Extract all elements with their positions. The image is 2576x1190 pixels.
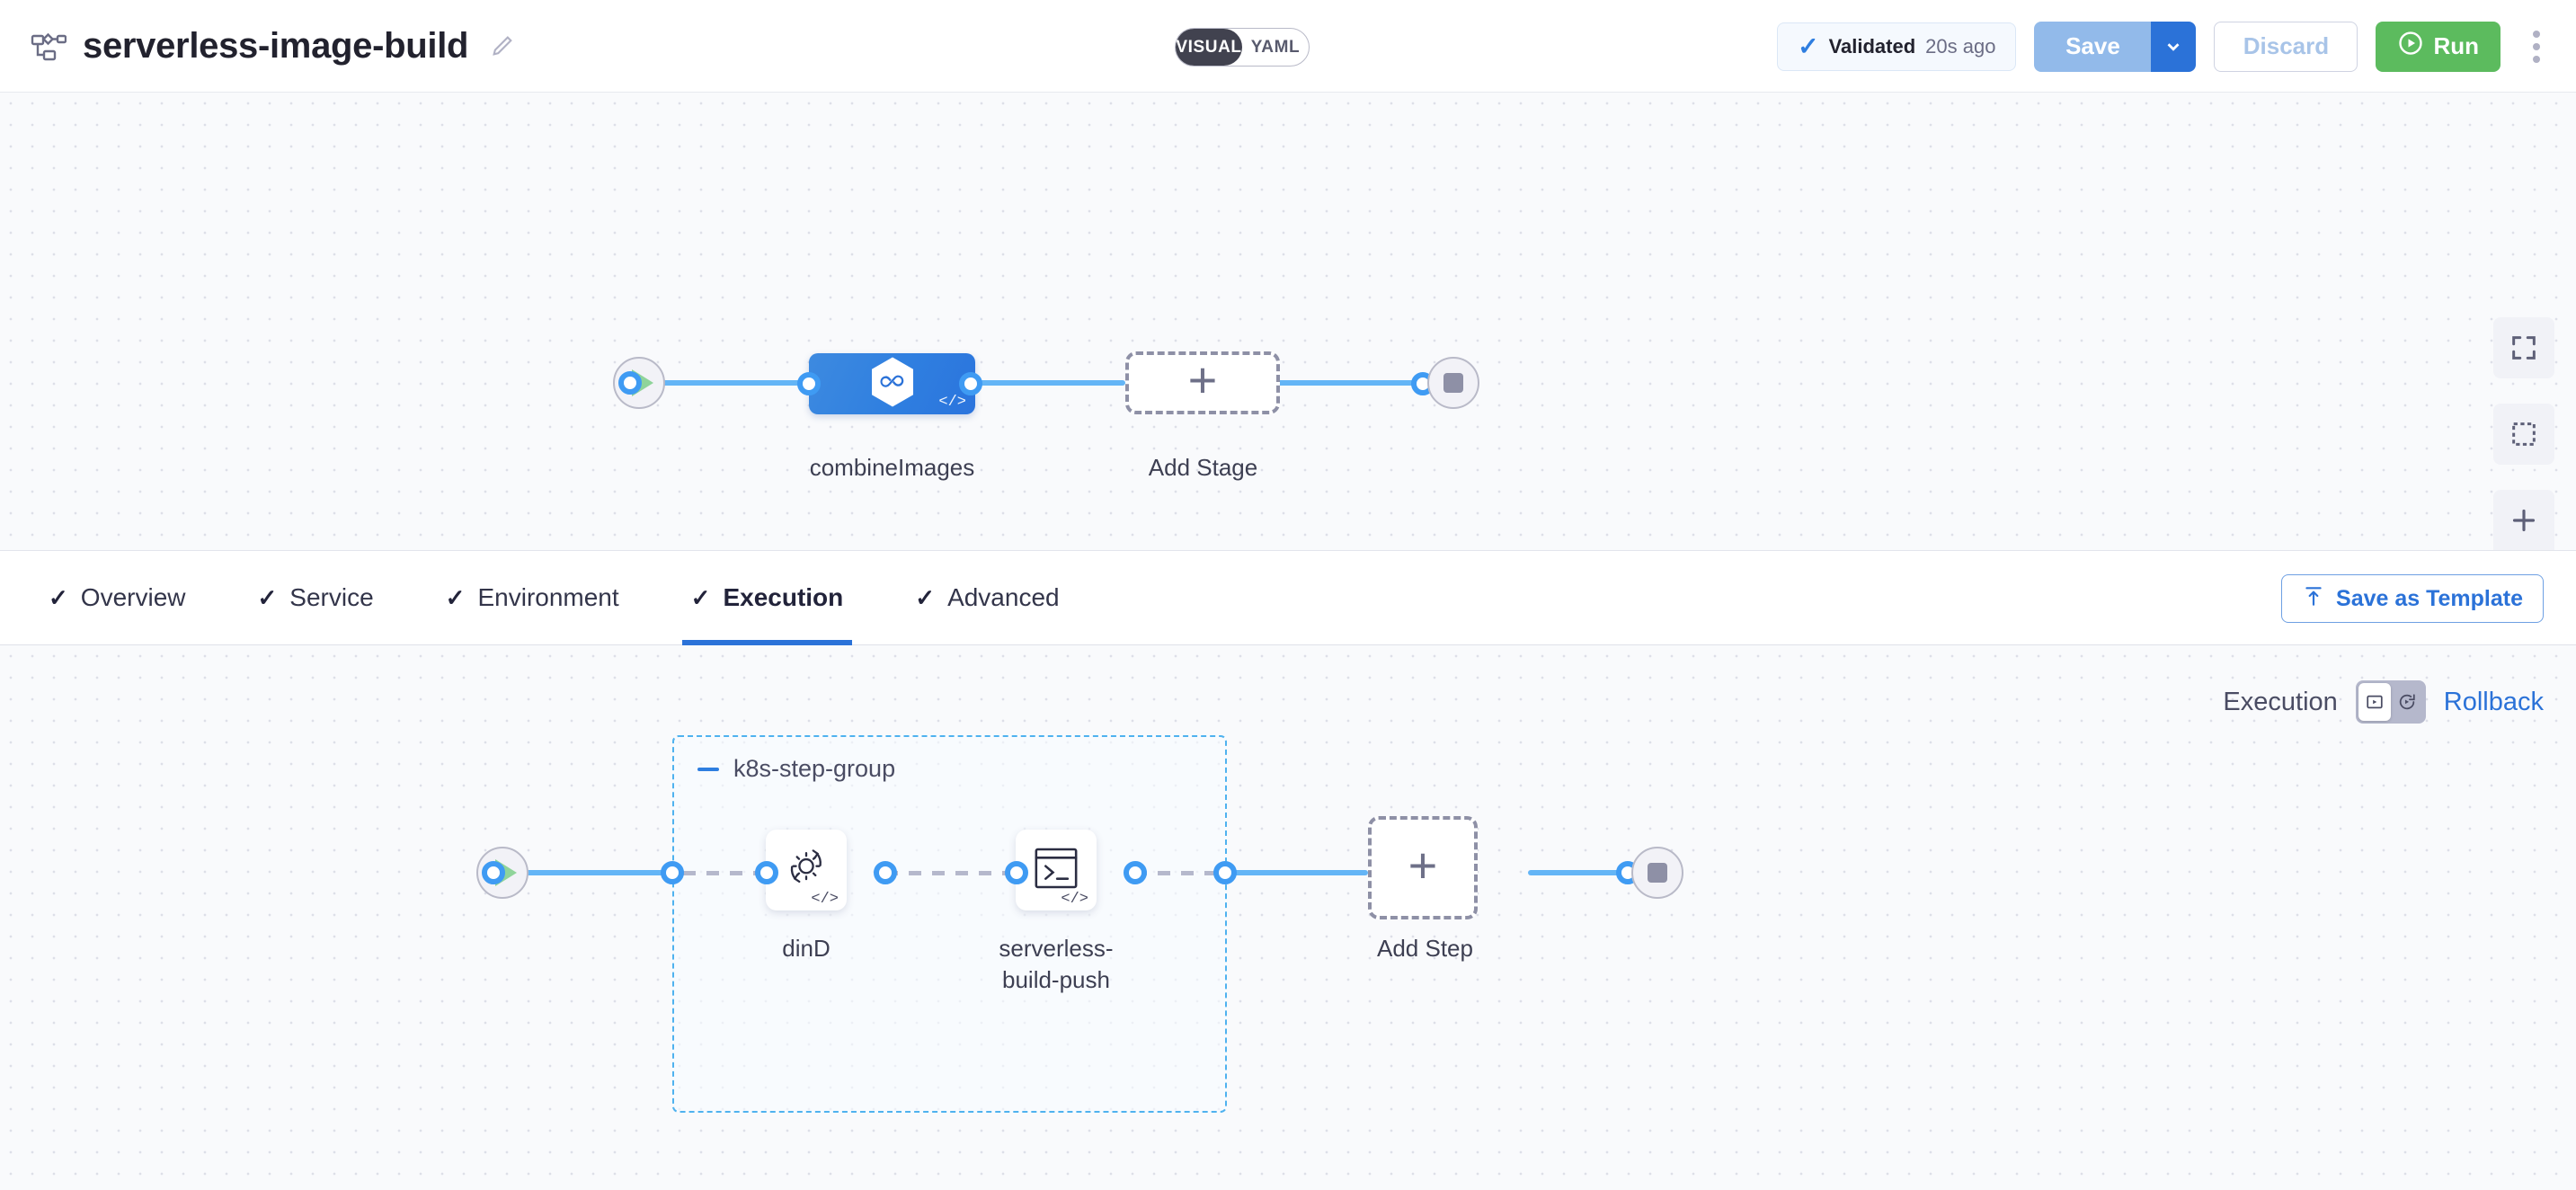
check-icon: ✓ bbox=[257, 583, 278, 611]
page-title: serverless-image-build bbox=[83, 25, 469, 66]
harness-ci-hexagon-icon bbox=[869, 356, 916, 413]
edge-group-to-addstep bbox=[1224, 870, 1368, 875]
stage-input-dot[interactable] bbox=[797, 372, 821, 395]
execution-rollback-toggle[interactable] bbox=[2355, 680, 2426, 724]
serverless-input-dot[interactable] bbox=[1005, 861, 1028, 884]
plus-icon: + bbox=[1408, 836, 1438, 893]
check-icon: ✓ bbox=[690, 583, 711, 611]
discard-button[interactable]: Discard bbox=[2214, 21, 2358, 72]
edge-group-in-to-dind bbox=[683, 871, 766, 875]
step-label-serverless-build-push: serverless- build-push bbox=[966, 933, 1146, 996]
step-group-k8s[interactable]: k8s-step-group bbox=[672, 735, 1227, 1113]
plus-icon: + bbox=[1187, 351, 1218, 408]
tab-visual[interactable]: VISUAL bbox=[1176, 29, 1242, 66]
step-label-line1: serverless- bbox=[999, 935, 1114, 962]
check-icon: ✓ bbox=[1798, 31, 1819, 60]
stage-node-combineimages[interactable]: </> bbox=[809, 353, 975, 414]
stage-output-dot[interactable] bbox=[959, 372, 982, 395]
stop-icon bbox=[1443, 373, 1463, 393]
stage-config-tabs: ✓ Overview ✓ Service ✓ Environment ✓ Exe… bbox=[0, 551, 2576, 645]
rollback-label: Rollback bbox=[2443, 687, 2544, 716]
stage-label: combineImages bbox=[809, 454, 975, 481]
pipeline-end-node[interactable] bbox=[1427, 357, 1479, 409]
canvas-controls bbox=[2493, 317, 2554, 550]
group-input-dot[interactable] bbox=[661, 861, 684, 884]
add-step-label: Add Step bbox=[1377, 935, 1473, 962]
step-group-title: k8s-step-group bbox=[733, 755, 896, 782]
save-button-group: Save bbox=[2034, 21, 2197, 72]
execution-rollback-switcher: Execution Rollback bbox=[2223, 680, 2544, 724]
step-code-badge: </> bbox=[1061, 891, 1088, 908]
fit-to-screen-icon[interactable] bbox=[2493, 317, 2554, 378]
rollback-clock-arrow-icon[interactable] bbox=[2391, 683, 2423, 721]
start-connector-dot[interactable] bbox=[618, 371, 642, 395]
play-circle-icon bbox=[2397, 30, 2424, 63]
steps-end-node[interactable] bbox=[1631, 847, 1683, 899]
add-stage-label: Add Stage bbox=[1148, 454, 1258, 481]
view-mode-toggle[interactable]: VISUAL YAML bbox=[1175, 28, 1310, 67]
minus-icon[interactable] bbox=[697, 767, 719, 771]
pencil-icon[interactable] bbox=[490, 33, 515, 58]
pipeline-flow-icon bbox=[31, 31, 67, 61]
gear-rotate-icon bbox=[781, 843, 831, 898]
execution-play-box-icon[interactable] bbox=[2358, 683, 2391, 721]
edge-serverless-to-group-out bbox=[1134, 871, 1224, 875]
step-code-badge: </> bbox=[811, 891, 839, 908]
group-output-dot[interactable] bbox=[1213, 861, 1237, 884]
edge-stage-to-addstage bbox=[971, 380, 1125, 386]
upload-template-icon bbox=[2302, 584, 2325, 614]
kebab-menu-icon[interactable] bbox=[2518, 22, 2554, 72]
stage-code-badge: </> bbox=[938, 394, 966, 411]
steps-start-dot[interactable] bbox=[482, 861, 505, 884]
tab-yaml[interactable]: YAML bbox=[1250, 37, 1301, 57]
step-label-dind: dinD bbox=[782, 935, 831, 962]
status-badge: ✓ Validated 20s ago bbox=[1777, 22, 2017, 71]
tab-advanced[interactable]: ✓ Advanced bbox=[906, 551, 1068, 645]
stop-icon bbox=[1648, 863, 1667, 883]
add-stage-button[interactable]: + bbox=[1125, 351, 1280, 414]
tab-overview-label: Overview bbox=[80, 583, 186, 611]
tab-execution-label: Execution bbox=[723, 583, 844, 611]
tab-environment-label: Environment bbox=[477, 583, 619, 611]
step-node-dind[interactable]: </> bbox=[766, 830, 847, 910]
add-step-button[interactable]: + bbox=[1368, 816, 1478, 919]
tab-service-label: Service bbox=[289, 583, 374, 611]
run-label: Run bbox=[2433, 32, 2479, 59]
terminal-icon bbox=[1031, 845, 1081, 896]
edge-start-to-stage bbox=[640, 380, 892, 386]
tab-advanced-label: Advanced bbox=[947, 583, 1060, 611]
step-label-line2: build-push bbox=[1002, 965, 1110, 993]
check-icon: ✓ bbox=[445, 583, 466, 611]
tab-environment[interactable]: ✓ Environment bbox=[437, 551, 628, 645]
save-as-template-button[interactable]: Save as Template bbox=[2281, 574, 2544, 623]
execution-label: Execution bbox=[2223, 687, 2338, 716]
tab-service[interactable]: ✓ Service bbox=[249, 551, 383, 645]
steps-canvas[interactable]: k8s-step-group </> dinD bbox=[0, 645, 2576, 1190]
app-header: serverless-image-build VISUAL YAML ✓ Val… bbox=[0, 0, 2576, 93]
check-icon: ✓ bbox=[915, 583, 936, 611]
step-group-header[interactable]: k8s-step-group bbox=[697, 755, 895, 783]
edge-addstep-to-end bbox=[1528, 870, 1627, 875]
run-button[interactable]: Run bbox=[2376, 21, 2500, 72]
header-actions: ✓ Validated 20s ago Save Discard Run bbox=[1777, 0, 2554, 93]
save-as-template-label: Save as Template bbox=[2336, 585, 2523, 611]
serverless-output-dot[interactable] bbox=[1124, 861, 1147, 884]
tab-overview[interactable]: ✓ Overview bbox=[40, 551, 195, 645]
edge-dind-to-serverless bbox=[885, 871, 1016, 875]
zoom-in-icon[interactable] bbox=[2493, 490, 2554, 550]
edge-start-to-group bbox=[503, 870, 683, 875]
step-node-serverless-build-push[interactable]: </> bbox=[1016, 830, 1097, 910]
validated-label: Validated bbox=[1828, 34, 1916, 58]
check-icon: ✓ bbox=[49, 583, 68, 611]
save-button[interactable]: Save bbox=[2034, 21, 2152, 72]
edge-addstage-to-end bbox=[1276, 380, 1429, 386]
tab-execution[interactable]: ✓ Execution bbox=[681, 551, 853, 645]
dind-output-dot[interactable] bbox=[874, 861, 897, 884]
stage-canvas[interactable]: </> combineImages + Add Stage bbox=[0, 93, 2576, 551]
header-left-group: serverless-image-build bbox=[0, 26, 515, 67]
validated-time: 20s ago bbox=[1925, 34, 1996, 58]
selection-marquee-icon[interactable] bbox=[2493, 404, 2554, 465]
dind-input-dot[interactable] bbox=[755, 861, 778, 884]
chevron-down-icon[interactable] bbox=[2151, 21, 2197, 72]
